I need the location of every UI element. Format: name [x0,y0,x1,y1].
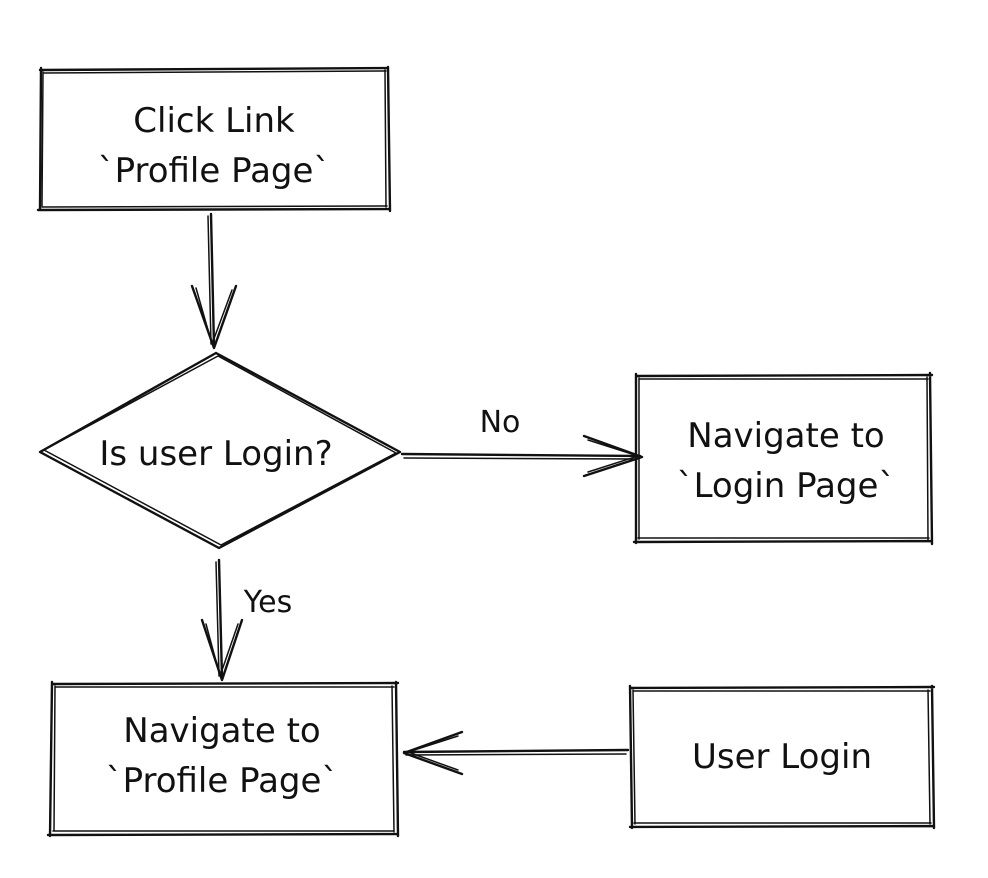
node-navigate-login-line-2: `Login Page` [677,466,896,506]
arrow-no-to-login: No [400,405,644,478]
node-click-link-line-1: Click Link [133,101,295,141]
node-navigate-profile-line-1: Navigate to [123,711,320,751]
edge-label-no: No [480,405,521,440]
node-user-login: User Login [628,684,936,830]
node-click-link-line-2: `Profile Page` [98,151,331,191]
node-navigate-login: Navigate to `Login Page` [632,371,934,546]
arrow-yes-to-profile: Yes [200,558,292,682]
arrow-user-login-to-profile [402,730,630,776]
node-navigate-profile: Navigate to `Profile Page` [46,680,400,838]
edge-label-yes: Yes [243,585,292,620]
node-navigate-login-line-1: Navigate to [687,416,884,456]
node-click-link: Click Link `Profile Page` [36,65,392,213]
node-user-login-text: User Login [692,737,872,777]
node-is-user-login-text: Is user Login? [99,434,332,474]
node-navigate-profile-line-2: `Profile Page` [106,761,339,801]
arrow-click-to-decision [190,212,238,350]
node-is-user-login: Is user Login? [38,351,402,550]
